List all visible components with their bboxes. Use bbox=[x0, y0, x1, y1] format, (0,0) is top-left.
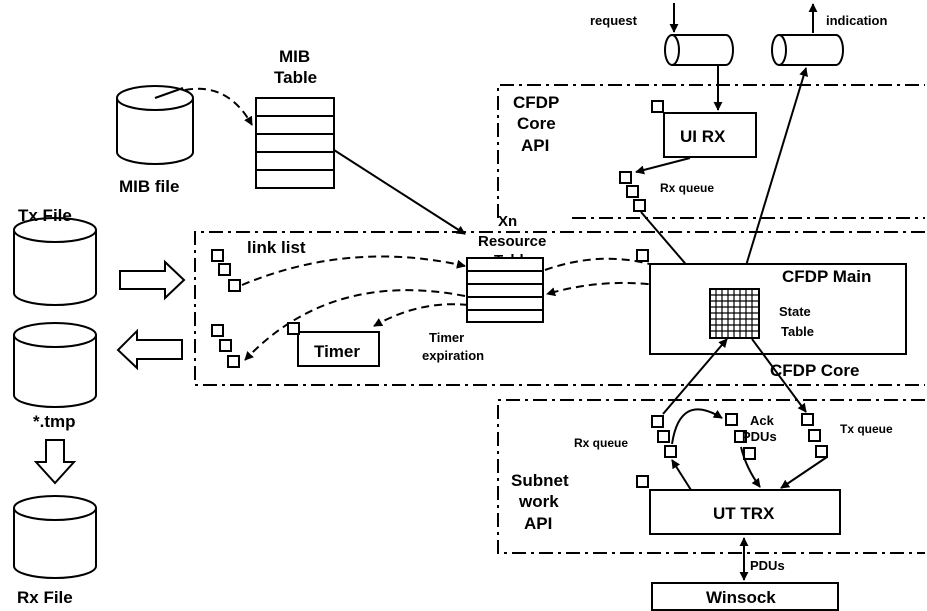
tx-file-cylinder bbox=[13, 217, 97, 306]
state-table-label-line1: State bbox=[779, 304, 811, 319]
rx-queue-top-icon bbox=[619, 171, 646, 212]
timer-label: Timer bbox=[314, 342, 360, 361]
timer-port bbox=[287, 322, 300, 335]
tx-file-in-arrow bbox=[119, 259, 186, 301]
mib-table-grid bbox=[255, 97, 335, 189]
request-label: request bbox=[590, 13, 638, 28]
ack-to-rx-loop-arrow bbox=[740, 446, 761, 488]
rx-file-cylinder bbox=[13, 495, 97, 579]
winsock-label: Winsock bbox=[706, 588, 776, 607]
ui-rx-label: UI RX bbox=[680, 127, 726, 146]
tx-queue-label: Tx queue bbox=[840, 422, 893, 436]
mib-table-to-xn-table-arrow bbox=[333, 149, 466, 235]
cfdp-main-port bbox=[636, 249, 649, 262]
state-table-label-line2: Table bbox=[781, 324, 814, 339]
cfdp-core-region bbox=[194, 231, 925, 386]
ut-trx-box bbox=[649, 489, 841, 535]
cfdp-core-api-label-line2: Core bbox=[517, 114, 556, 133]
tmp-file-cylinder bbox=[13, 322, 97, 408]
cfdp-main-to-indication-arrow bbox=[737, 67, 808, 293]
link-list-upper-icon bbox=[211, 249, 241, 292]
state-table-grid bbox=[709, 288, 760, 339]
cfdp-core-api-region bbox=[497, 84, 925, 218]
indication-label: indication bbox=[826, 13, 887, 28]
tmp-to-rx-file-arrow bbox=[33, 439, 77, 485]
subnetwork-api-label-line1: Subnet bbox=[511, 471, 569, 490]
link-list-label: link list bbox=[247, 238, 306, 257]
tmp-file-out-arrow bbox=[116, 328, 183, 371]
cfdp-core-label: CFDP Core bbox=[770, 361, 859, 380]
xn-resource-table-label-line1: Xn bbox=[498, 213, 517, 230]
cfdp-main-to-tx-queue-arrow bbox=[751, 338, 807, 413]
link-list-to-xn-table-arrow bbox=[241, 255, 466, 286]
xn-resource-table-grid bbox=[466, 257, 544, 323]
xn-table-to-link-list-arrow bbox=[244, 289, 466, 361]
xn-table-to-timer-arrow bbox=[373, 303, 469, 327]
ack-pdus-label-line2: PDUs bbox=[742, 429, 777, 444]
timer-box bbox=[297, 331, 380, 367]
ut-trx-label: UT TRX bbox=[713, 504, 775, 523]
tx-file-label: Tx File bbox=[18, 206, 72, 225]
tx-queue-to-ut-trx-arrow bbox=[780, 456, 828, 489]
mib-file-label: MIB file bbox=[119, 177, 179, 196]
ui-rx-port bbox=[651, 100, 664, 113]
pdus-label: PDUs bbox=[750, 558, 785, 573]
subnetwork-api-label-line2: work bbox=[518, 492, 559, 511]
ui-rx-to-rx-queue-arrow bbox=[635, 157, 691, 175]
indication-queue-cylinder bbox=[771, 34, 844, 66]
link-list-lower-icon bbox=[211, 324, 240, 368]
ut-trx-port bbox=[636, 475, 649, 488]
mib-table-label-line2: Table bbox=[274, 68, 317, 87]
rx-file-label: Rx File bbox=[17, 588, 73, 607]
mib-table-label-line1: MIB bbox=[279, 47, 310, 66]
timer-expiration-label-line2: expiration bbox=[422, 348, 484, 363]
rx-to-ack-loop-arrow bbox=[671, 408, 723, 445]
winsock-box bbox=[651, 582, 839, 611]
rx-queue-bottom-icon bbox=[651, 415, 677, 458]
ui-rx-box bbox=[663, 112, 757, 158]
ack-pdus-queue-icon bbox=[725, 413, 756, 460]
rx-queue-to-cfdp-main-arrow-lower bbox=[662, 338, 728, 415]
request-queue-cylinder bbox=[664, 34, 734, 66]
subnetwork-api-label-line3: API bbox=[524, 514, 552, 533]
ack-pdus-label-line1: Ack bbox=[750, 413, 775, 428]
mib-file-cylinder bbox=[116, 85, 194, 165]
cfdp-core-api-label-line1: CFDP bbox=[513, 93, 559, 112]
region-boundaries bbox=[194, 84, 925, 554]
rx-queue-bottom-label: Rx queue bbox=[574, 436, 628, 450]
ut-trx-to-rx-queue-arrow bbox=[671, 459, 692, 491]
tx-queue-icon bbox=[801, 413, 828, 458]
rx-queue-top-label: Rx queue bbox=[660, 181, 714, 195]
timer-expiration-label-line1: Timer bbox=[429, 330, 464, 345]
subnetwork-api-region bbox=[497, 399, 925, 554]
cfdp-main-label: CFDP Main bbox=[782, 267, 871, 286]
mib-file-to-table-arrow bbox=[184, 87, 253, 126]
cfdp-main-box bbox=[649, 263, 907, 355]
cfdp-core-api-label-line3: API bbox=[521, 136, 549, 155]
xn-resource-table-label-line2: Resource bbox=[478, 233, 546, 250]
tmp-file-label: *.tmp bbox=[33, 412, 76, 431]
